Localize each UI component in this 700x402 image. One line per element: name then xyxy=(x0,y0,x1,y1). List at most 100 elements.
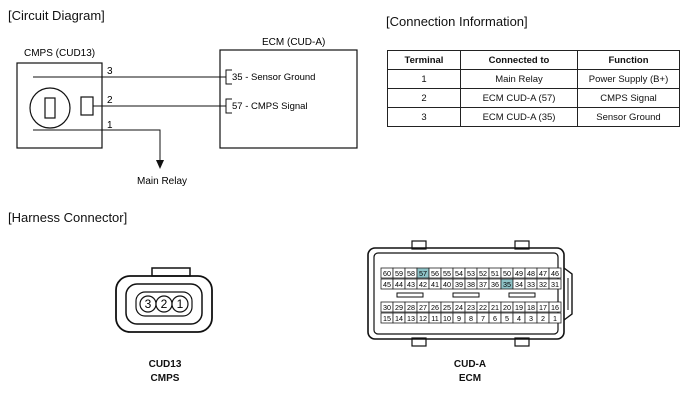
cuda-pin-cell xyxy=(548,312,562,324)
cud13-pin-label: 2 xyxy=(161,297,168,311)
table-cell: ECM CUD-A (57) xyxy=(460,88,578,108)
cuda-pin-label: 54 xyxy=(455,269,463,278)
cuda-pin-label: 60 xyxy=(383,269,391,278)
cuda-pin-label: 41 xyxy=(431,280,439,289)
connection-table: Terminal Connected to Function 1 Main Re… xyxy=(387,50,680,127)
cuda-pin-label: 48 xyxy=(527,269,535,278)
table-cell: 2 xyxy=(387,88,461,108)
cuda-pin-label: 20 xyxy=(503,303,511,312)
cuda-pin-label: 29 xyxy=(395,303,403,312)
cuda-pin-label: 1 xyxy=(553,314,557,323)
cuda-pin-label: 37 xyxy=(479,280,487,289)
cuda-pin-label: 2 xyxy=(541,314,545,323)
cuda-pin-label: 57 xyxy=(419,269,427,278)
ecm-pin-35-label: 35 - Sensor Ground xyxy=(232,72,315,83)
cud13-pin xyxy=(171,295,189,313)
cuda-pin-cell xyxy=(548,301,562,313)
table-row: 1 Main Relay Power Supply (B+) xyxy=(387,69,680,89)
cuda-pin-label: 34 xyxy=(515,280,523,289)
table-cell: 3 xyxy=(387,107,461,127)
cuda-pin-label: 8 xyxy=(469,314,473,323)
cuda-pin-label: 43 xyxy=(407,280,415,289)
cuda-pin-label: 58 xyxy=(407,269,415,278)
table-row: 3 ECM CUD-A (35) Sensor Ground xyxy=(387,107,680,127)
cuda-pin-label: 6 xyxy=(493,314,497,323)
cuda-pin-label: 31 xyxy=(551,280,559,289)
cuda-pin-label: 19 xyxy=(515,303,523,312)
cud13-caption-line1: CUD13 xyxy=(148,359,182,370)
cuda-pin-label: 55 xyxy=(443,269,451,278)
cuda-pin-label: 3 xyxy=(529,314,533,323)
cuda-pin-label: 28 xyxy=(407,303,415,312)
harness-connector-title: [Harness Connector] xyxy=(8,210,128,225)
cuda-pin-label: 59 xyxy=(395,269,403,278)
table-cell: Main Relay xyxy=(460,69,578,89)
cuda-pin-label: 13 xyxy=(407,314,415,323)
cuda-pin-label: 4 xyxy=(517,314,521,323)
cuda-pin-label: 23 xyxy=(467,303,475,312)
cud13-pin-label: 3 xyxy=(145,297,152,311)
cuda-pin-label: 47 xyxy=(539,269,547,278)
cud13-caption-line2: CMPS xyxy=(150,373,180,384)
cud13-caption: CUD13 CMPS xyxy=(130,358,200,386)
ecm-box xyxy=(219,49,358,149)
cuda-pin-label: 22 xyxy=(479,303,487,312)
cuda-pin-label: 14 xyxy=(395,314,403,323)
cuda-pin-label: 42 xyxy=(419,280,427,289)
main-relay-label: Main Relay xyxy=(137,176,187,187)
cuda-pin-cell xyxy=(548,278,562,290)
connection-info-title: [Connection Information] xyxy=(386,14,528,29)
cuda-pin-label: 11 xyxy=(431,314,438,323)
cuda-pin-label: 27 xyxy=(419,303,427,312)
cuda-pin-label: 53 xyxy=(467,269,475,278)
header-function: Function xyxy=(577,50,680,70)
table-cell: Power Supply (B+) xyxy=(577,69,680,89)
cuda-pin-label: 40 xyxy=(443,280,451,289)
cuda-pin-label: 17 xyxy=(539,303,547,312)
header-terminal: Terminal xyxy=(387,50,461,70)
cmps-label: CMPS (CUD13) xyxy=(24,48,95,59)
table-cell: 1 xyxy=(387,69,461,89)
cuda-pin-label: 16 xyxy=(551,303,559,312)
cuda-pin-label: 52 xyxy=(479,269,487,278)
table-header-row: Terminal Connected to Function xyxy=(387,50,680,70)
cuda-pin-label: 39 xyxy=(455,280,463,289)
cuda-pin-label: 18 xyxy=(527,303,535,312)
cuda-caption-line1: CUD-A xyxy=(453,359,487,370)
header-connected-to: Connected to xyxy=(460,50,578,70)
cuda-pin-label: 50 xyxy=(503,269,511,278)
ecm-pin-57-label: 57 - CMPS Signal xyxy=(232,101,308,112)
cud13-pin-label: 1 xyxy=(177,297,184,311)
cuda-pin-label: 46 xyxy=(551,269,559,278)
sensor-icon xyxy=(29,87,71,129)
cuda-pin-label: 21 xyxy=(491,303,499,312)
cuda-pin-label: 33 xyxy=(527,280,535,289)
cuda-pin-label: 56 xyxy=(431,269,439,278)
cuda-pin-label: 32 xyxy=(539,280,547,289)
cmps-pin-2-label: 2 xyxy=(107,95,113,106)
cuda-pin-label: 35 xyxy=(503,280,511,289)
cuda-pin-label: 36 xyxy=(491,280,499,289)
cuda-caption-line2: ECM xyxy=(458,373,482,384)
cmps-pin-3-label: 3 xyxy=(107,66,113,77)
table-cell: Sensor Ground xyxy=(577,107,680,127)
cmps-pin-1-label: 1 xyxy=(107,120,113,131)
cuda-pin-label: 51 xyxy=(491,269,499,278)
cuda-pin-label: 38 xyxy=(467,280,475,289)
cuda-pin-label: 10 xyxy=(443,314,451,323)
cuda-pin-label: 30 xyxy=(383,303,391,312)
sensor-pickup-icon xyxy=(80,96,94,116)
table-cell: CMPS Signal xyxy=(577,88,680,108)
arrow-down-icon xyxy=(156,160,164,169)
cuda-pin-label: 9 xyxy=(457,314,461,323)
table-row: 2 ECM CUD-A (57) CMPS Signal xyxy=(387,88,680,108)
cud13-connector: 3 2 1 xyxy=(115,267,213,333)
sensor-element-icon xyxy=(44,97,56,119)
circuit-diagram-title: [Circuit Diagram] xyxy=(8,8,105,23)
cuda-pin-label: 12 xyxy=(419,314,427,323)
ecm-label: ECM (CUD-A) xyxy=(262,37,325,48)
cuda-pin-label: 45 xyxy=(383,280,391,289)
cuda-pin-cell xyxy=(548,267,562,279)
